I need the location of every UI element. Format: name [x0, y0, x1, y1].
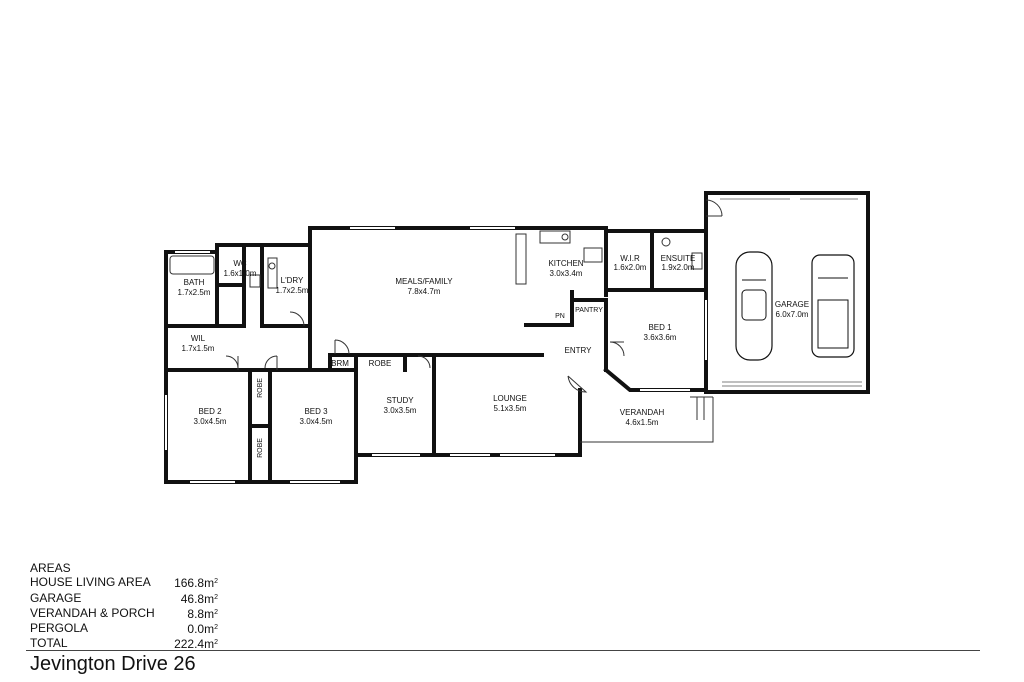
- door-swings: [225, 199, 723, 393]
- room-ensuite-name: ENSUITE: [661, 254, 696, 263]
- room-pantry-name: PANTRY: [575, 307, 603, 314]
- divider: [26, 650, 980, 651]
- room-bed1-size: 3.6x3.6m: [644, 333, 677, 342]
- areas-label: PERGOLA: [30, 621, 89, 636]
- room-ensuite-size: 1.9x2.0m: [662, 263, 695, 272]
- room-study-size: 3.0x3.5m: [384, 406, 417, 415]
- areas-value: 0.0m2: [187, 622, 218, 637]
- room-wc-name: WC: [233, 259, 247, 268]
- areas-label: VERANDAH & PORCH: [30, 605, 155, 620]
- room-wir-name: W.I.R: [620, 254, 640, 263]
- areas-value: 166.8m2: [174, 576, 218, 591]
- room-bath-size: 1.7x2.5m: [178, 288, 211, 297]
- room-robe-a-name: ROBE: [257, 378, 264, 398]
- areas-value: 46.8m2: [180, 591, 218, 606]
- room-garage-name: GARAGE: [775, 300, 809, 309]
- walls-garage: [704, 191, 870, 394]
- areas-label: HOUSE LIVING AREA: [30, 575, 151, 590]
- room-meals-name: MEALS/FAMILY: [395, 277, 453, 286]
- room-robe-b-name: ROBE: [257, 438, 264, 458]
- areas-value: 222.4m2: [174, 637, 218, 652]
- room-verandah-name: VERANDAH: [620, 408, 665, 417]
- areas-label: TOTAL: [30, 636, 68, 651]
- areas-value: 8.8m2: [187, 606, 218, 621]
- room-kitchen-size: 3.0x3.4m: [550, 269, 583, 278]
- room-wir-size: 1.6x2.0m: [614, 263, 647, 272]
- areas-row: HOUSE LIVING AREA 166.8m2: [30, 575, 218, 590]
- room-bath-name: BATH: [184, 278, 205, 287]
- areas-row: TOTAL 222.4m2: [30, 636, 218, 651]
- room-brm-name: BRM: [331, 359, 349, 368]
- room-ldry-name: L'DRY: [281, 276, 304, 285]
- room-study-name: STUDY: [386, 396, 414, 405]
- room-bed3-size: 3.0x4.5m: [300, 417, 333, 426]
- room-bed3-name: BED 3: [304, 407, 328, 416]
- areas-table: AREAS HOUSE LIVING AREA 166.8m2 GARAGE 4…: [30, 561, 218, 652]
- room-wc-size: 1.6x1.0m: [224, 269, 257, 278]
- areas-label: GARAGE: [30, 590, 82, 605]
- room-pn-name: PN: [555, 313, 565, 320]
- room-garage-size: 6.0x7.0m: [776, 310, 809, 319]
- room-verandah-size: 4.6x1.5m: [626, 418, 659, 427]
- room-robe-c-name: ROBE: [369, 359, 392, 368]
- room-ldry-size: 1.7x2.5m: [276, 286, 309, 295]
- room-lounge-size: 5.1x3.5m: [494, 404, 527, 413]
- room-bed2-size: 3.0x4.5m: [194, 417, 227, 426]
- room-bed1-name: BED 1: [648, 323, 672, 332]
- areas-heading: AREAS: [30, 561, 71, 575]
- room-entry-name: ENTRY: [565, 346, 593, 355]
- room-labels: BATH 1.7x2.5m WC 1.6x1.0m L'DRY 1.7x2.5m…: [178, 254, 810, 458]
- room-kitchen-name: KITCHEN: [548, 259, 583, 268]
- areas-row: PERGOLA 0.0m2: [30, 621, 218, 636]
- windows: [165, 227, 707, 483]
- walls-main: [308, 226, 708, 457]
- areas-row: GARAGE 46.8m2: [30, 591, 218, 606]
- room-wil-size: 1.7x1.5m: [182, 344, 215, 353]
- page-title: Jevington Drive 26: [30, 653, 196, 675]
- verandah-outline: [580, 396, 714, 443]
- areas-row: VERANDAH & PORCH 8.8m2: [30, 606, 218, 621]
- fixtures: [169, 230, 703, 289]
- room-bed2-name: BED 2: [198, 407, 222, 416]
- room-lounge-name: LOUNGE: [493, 394, 527, 403]
- room-meals-size: 7.8x4.7m: [408, 287, 441, 296]
- car-icon: [735, 251, 773, 361]
- room-wil-name: WIL: [191, 334, 206, 343]
- ute-icon: [811, 254, 855, 358]
